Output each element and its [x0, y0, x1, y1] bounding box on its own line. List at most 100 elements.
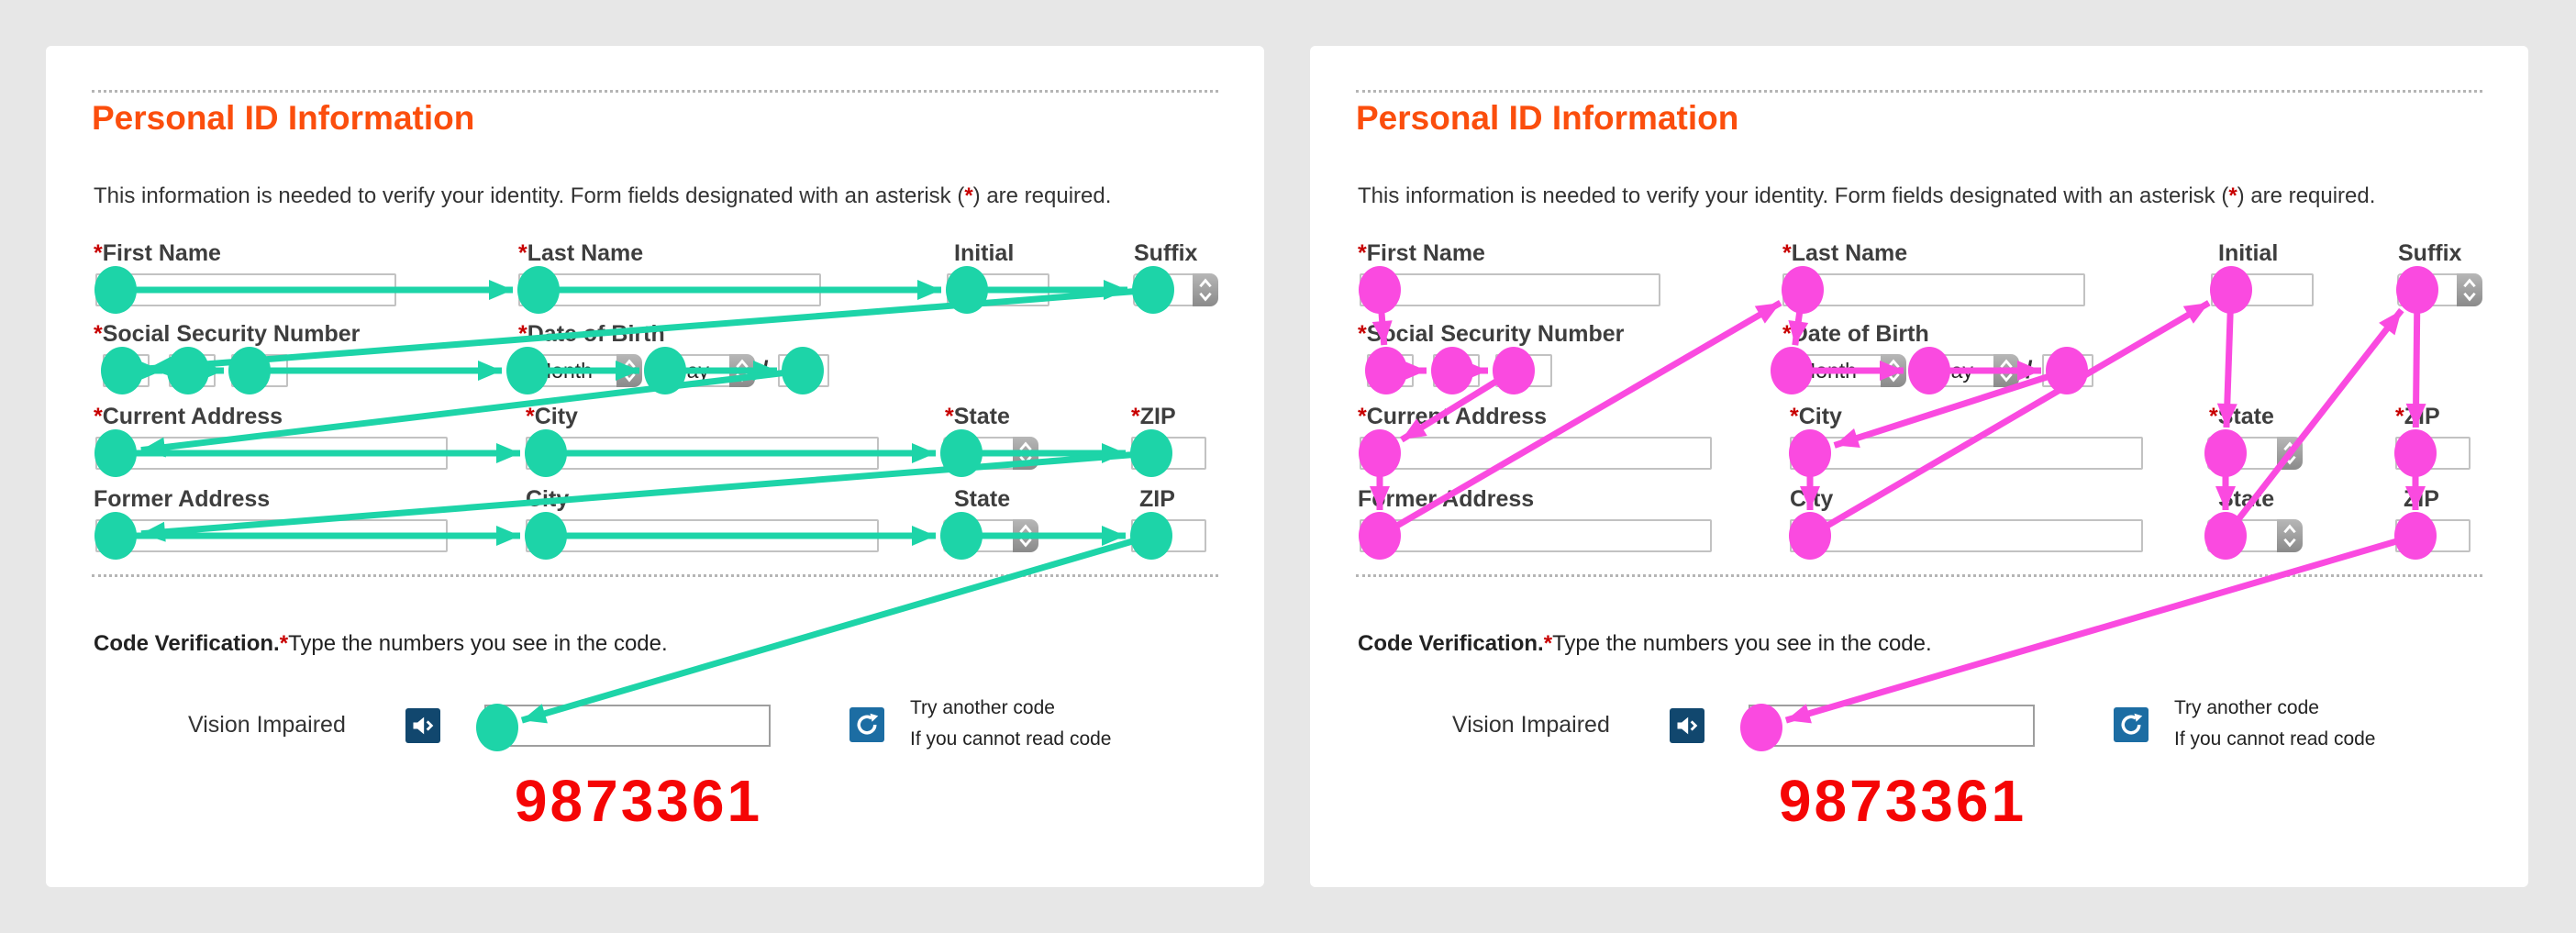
- last-name-input[interactable]: [1782, 273, 2085, 306]
- city-input[interactable]: [1790, 437, 2143, 470]
- captcha-code: 9873361: [514, 768, 763, 834]
- dob-year-input[interactable]: [778, 354, 829, 387]
- first-name-label: *First Name: [1358, 240, 1485, 266]
- vision-impaired-label: Vision Impaired: [188, 712, 346, 738]
- chevron-up-down-icon: [1993, 354, 2019, 387]
- city-label: *City: [526, 404, 578, 429]
- top-divider: [92, 90, 1218, 93]
- chevron-up-down-icon: [2457, 273, 2482, 306]
- dob-label: *Date of Birth: [518, 321, 665, 347]
- refresh-icon[interactable]: [2114, 707, 2149, 742]
- ssn-part2-input[interactable]: [1433, 354, 1480, 387]
- bottom-divider: [92, 574, 1218, 577]
- city-input[interactable]: [526, 437, 879, 470]
- try-another-code-link[interactable]: Try another code: [910, 697, 1055, 718]
- ssn-part3-input[interactable]: [1495, 354, 1552, 387]
- intro-after: ) are required.: [972, 183, 1112, 208]
- intro-text: This information is needed to verify you…: [1358, 183, 2375, 209]
- dob-label: *Date of Birth: [1782, 321, 1929, 347]
- former-zip-label: ZIP: [1139, 486, 1175, 512]
- former-city-label: City: [1790, 486, 1834, 512]
- last-name-input[interactable]: [518, 273, 821, 306]
- ssn-label: *Social Security Number: [94, 321, 361, 347]
- former-state-select[interactable]: [943, 519, 1038, 552]
- speaker-icon[interactable]: [405, 708, 440, 743]
- initial-input[interactable]: [2211, 273, 2314, 306]
- first-name-input[interactable]: [1360, 273, 1660, 306]
- dob-month-select[interactable]: Month: [523, 354, 642, 387]
- current-address-label: *Current Address: [94, 404, 283, 429]
- dob-separator: /: [647, 356, 654, 383]
- top-divider: [1356, 90, 2482, 93]
- state-select[interactable]: [2207, 437, 2303, 470]
- code-verification-text: Code Verification.*Type the numbers you …: [94, 631, 668, 656]
- zip-input[interactable]: [2395, 437, 2471, 470]
- speaker-icon[interactable]: [1670, 708, 1704, 743]
- vision-impaired-label: Vision Impaired: [1452, 712, 1610, 738]
- former-state-label: State: [954, 486, 1011, 512]
- chevron-up-down-icon: [2277, 519, 2303, 552]
- ssn-label: *Social Security Number: [1358, 321, 1625, 347]
- last-name-label: *Last Name: [518, 240, 644, 266]
- former-city-input[interactable]: [526, 519, 879, 552]
- try-another-code-link[interactable]: Try another code: [2174, 697, 2319, 718]
- first-name-input[interactable]: [95, 273, 396, 306]
- initial-input[interactable]: [947, 273, 1049, 306]
- suffix-label: Suffix: [1134, 240, 1198, 266]
- chevron-up-down-icon: [2277, 437, 2303, 470]
- if-cannot-read-text: If you cannot read code: [2174, 728, 2376, 750]
- required-asterisk: *: [964, 183, 973, 208]
- chevron-up-down-icon: [1881, 354, 1906, 387]
- bottom-divider: [1356, 574, 2482, 577]
- dob-year-input[interactable]: [2042, 354, 2093, 387]
- city-label: *City: [1790, 404, 1842, 429]
- former-zip-input[interactable]: [2395, 519, 2471, 552]
- former-zip-input[interactable]: [1131, 519, 1206, 552]
- current-address-input[interactable]: [1360, 437, 1712, 470]
- initial-label: Initial: [954, 240, 1015, 266]
- required-asterisk: *: [2228, 183, 2237, 208]
- intro-after: ) are required.: [2237, 183, 2376, 208]
- first-name-label: *First Name: [94, 240, 221, 266]
- initial-label: Initial: [2218, 240, 2279, 266]
- suffix-select[interactable]: [2397, 273, 2482, 306]
- last-name-label: *Last Name: [1782, 240, 1908, 266]
- personal-id-form-panel-left: Personal ID Information This information…: [46, 46, 1264, 887]
- chevron-up-down-icon: [1013, 437, 1038, 470]
- former-address-input[interactable]: [1360, 519, 1712, 552]
- state-select[interactable]: [943, 437, 1038, 470]
- captcha-input[interactable]: [484, 705, 771, 747]
- personal-id-form-panel-right: Personal ID Information This information…: [1310, 46, 2528, 887]
- dob-day-select[interactable]: Day: [1925, 354, 2019, 387]
- ssn-part2-input[interactable]: [169, 354, 216, 387]
- current-address-label: *Current Address: [1358, 404, 1548, 429]
- former-city-label: City: [526, 486, 570, 512]
- former-address-input[interactable]: [95, 519, 448, 552]
- page-title: Personal ID Information: [92, 99, 475, 137]
- former-zip-label: ZIP: [2404, 486, 2439, 512]
- dob-month-select[interactable]: Month: [1787, 354, 1906, 387]
- suffix-select[interactable]: [1133, 273, 1218, 306]
- chevron-up-down-icon: [1013, 519, 1038, 552]
- ssn-part1-input[interactable]: [1367, 354, 1414, 387]
- refresh-icon[interactable]: [849, 707, 884, 742]
- current-address-input[interactable]: [95, 437, 448, 470]
- ssn-part1-input[interactable]: [103, 354, 150, 387]
- chevron-up-down-icon: [1193, 273, 1218, 306]
- zip-input[interactable]: [1131, 437, 1206, 470]
- dob-separator: /: [2026, 356, 2033, 383]
- intro-text: This information is needed to verify you…: [94, 183, 1111, 209]
- chevron-up-down-icon: [616, 354, 642, 387]
- captcha-input[interactable]: [1749, 705, 2035, 747]
- former-city-input[interactable]: [1790, 519, 2143, 552]
- code-verification-text: Code Verification.*Type the numbers you …: [1358, 631, 1932, 656]
- suffix-label: Suffix: [2398, 240, 2462, 266]
- dob-day-select[interactable]: Day: [661, 354, 755, 387]
- intro-before: This information is needed to verify you…: [94, 183, 965, 208]
- zip-label: *ZIP: [1131, 404, 1176, 429]
- ssn-part3-input[interactable]: [231, 354, 288, 387]
- captcha-code: 9873361: [1778, 768, 2027, 834]
- former-state-select[interactable]: [2207, 519, 2303, 552]
- dob-separator: /: [1911, 356, 1918, 383]
